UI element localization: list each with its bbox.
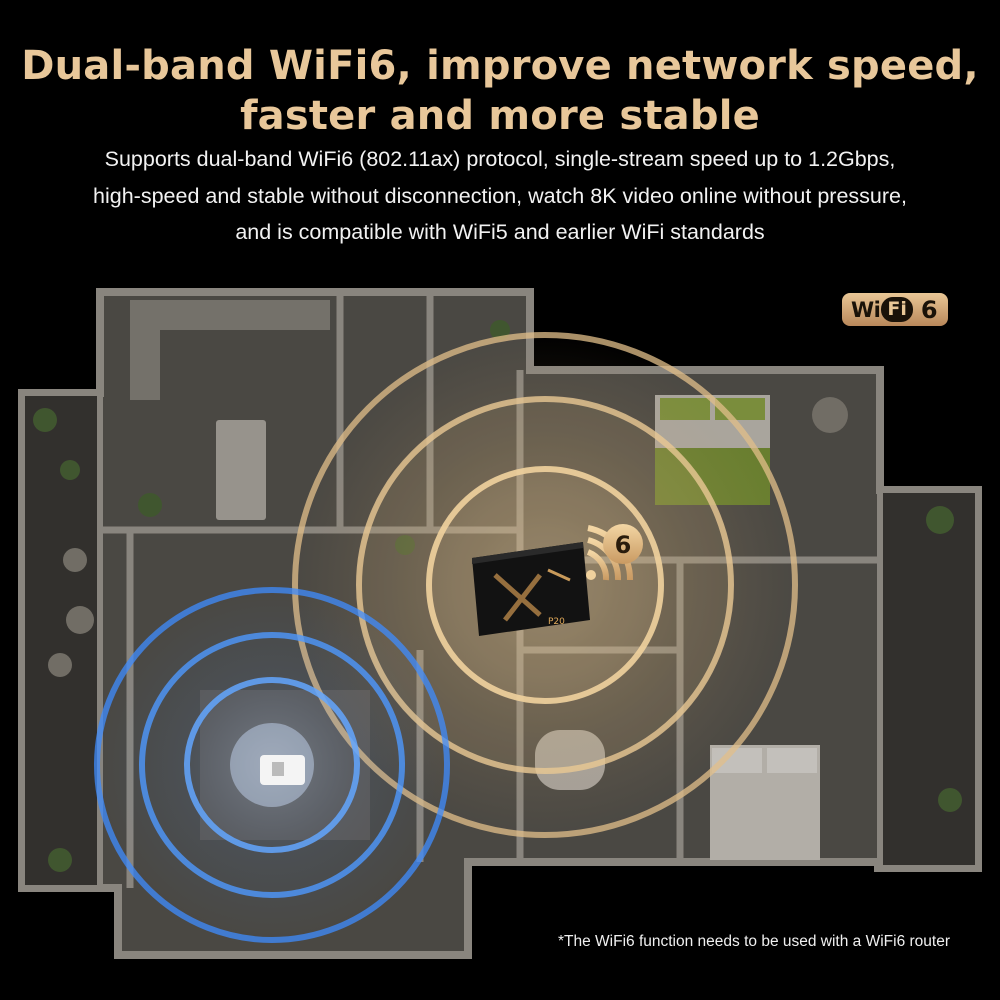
tv-box-device [472, 542, 590, 636]
subtitle-line-3: and is compatible with WiFi5 and earlier… [235, 220, 765, 244]
badge-fi: Fi [881, 297, 913, 322]
subtitle-line-1: Supports dual-band WiFi6 (802.11ax) prot… [104, 147, 896, 171]
badge-wi: Wi [851, 297, 881, 322]
signal-number: 6 [615, 531, 632, 559]
wifi6-signal-icon [586, 524, 643, 581]
client-device [260, 755, 305, 785]
box-label: P20 [548, 617, 565, 627]
footnote: *The WiFi6 function needs to be used wit… [558, 933, 950, 950]
subtitle-line-2: high-speed and stable without disconnect… [93, 184, 907, 208]
badge-six: 6 [920, 295, 938, 324]
wifi6-logo-icon: Wi Fi 6 [842, 293, 948, 326]
headline-line-2: faster and more stable [240, 93, 760, 139]
headline-line-1: Dual-band WiFi6, improve network speed, [21, 43, 979, 89]
